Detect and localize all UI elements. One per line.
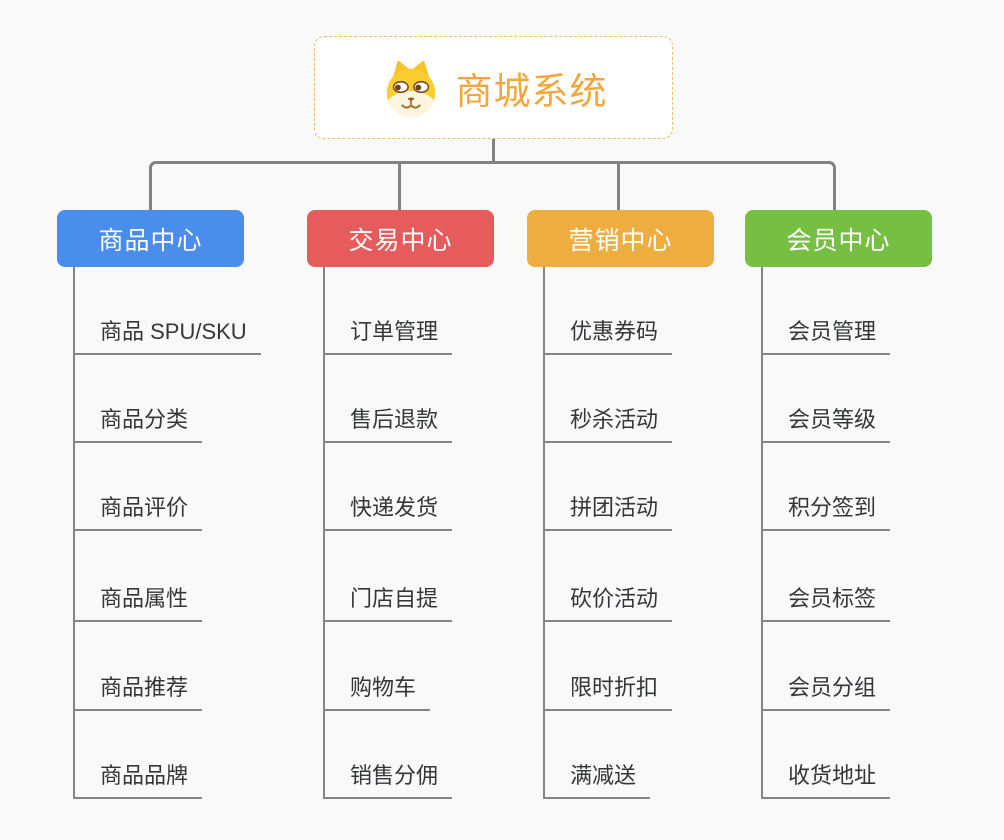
child-node-trade-center-2[interactable]: 快递发货 [323, 493, 453, 531]
child-node-product-center-1[interactable]: 商品分类 [73, 405, 203, 443]
child-node-marketing-center-4[interactable]: 限时折扣 [543, 673, 673, 711]
connector-root-drop [492, 138, 495, 164]
connector-rail [149, 161, 836, 210]
child-node-trade-center-1[interactable]: 售后退款 [323, 405, 453, 443]
branch-node-trade-center[interactable]: 交易中心 [307, 210, 494, 267]
child-node-product-center-5[interactable]: 商品品牌 [73, 761, 203, 799]
branch-label: 会员中心 [786, 226, 891, 255]
branch-column-product-center: 商品中心 商品 SPU/SKU 商品分类商品评价商品属性商品推荐商品品牌 [57, 210, 267, 810]
branch-label: 交易中心 [348, 226, 453, 255]
child-node-marketing-center-2[interactable]: 拼团活动 [543, 493, 673, 531]
child-node-trade-center-3[interactable]: 门店自提 [323, 584, 453, 622]
root-title: 商城系统 [455, 70, 608, 112]
branch-node-product-center[interactable]: 商品中心 [57, 210, 244, 267]
child-node-product-center-0[interactable]: 商品 SPU/SKU [73, 317, 261, 355]
branch-child-rail [73, 267, 75, 799]
child-node-marketing-center-5[interactable]: 满减送 [543, 761, 651, 799]
child-node-product-center-4[interactable]: 商品推荐 [73, 673, 203, 711]
child-node-member-center-5[interactable]: 收货地址 [761, 761, 891, 799]
branch-child-rail [323, 267, 325, 799]
branch-child-rail [543, 267, 545, 799]
root-node[interactable]: 商城系统 [314, 36, 673, 139]
connector-drop-marketing [617, 164, 620, 210]
branch-node-marketing-center[interactable]: 营销中心 [527, 210, 714, 267]
child-node-trade-center-4[interactable]: 购物车 [323, 673, 431, 711]
child-node-member-center-1[interactable]: 会员等级 [761, 405, 891, 443]
child-node-product-center-2[interactable]: 商品评价 [73, 493, 203, 531]
dog-face-icon [386, 60, 435, 117]
child-node-marketing-center-3[interactable]: 砍价活动 [543, 584, 673, 622]
child-node-member-center-2[interactable]: 积分签到 [761, 493, 891, 531]
branch-child-rail [761, 267, 763, 799]
child-node-member-center-4[interactable]: 会员分组 [761, 673, 891, 711]
branch-label: 营销中心 [568, 226, 673, 255]
child-node-member-center-3[interactable]: 会员标签 [761, 584, 891, 622]
child-node-marketing-center-1[interactable]: 秒杀活动 [543, 405, 673, 443]
branch-column-member-center: 会员中心 会员管理会员等级积分签到会员标签会员分组收货地址 [745, 210, 955, 810]
child-node-trade-center-5[interactable]: 销售分佣 [323, 761, 453, 799]
child-node-member-center-0[interactable]: 会员管理 [761, 317, 891, 355]
connector-drop-trade [398, 164, 401, 210]
branch-column-trade-center: 交易中心 订单管理售后退款快递发货门店自提购物车销售分佣 [307, 210, 517, 810]
child-node-marketing-center-0[interactable]: 优惠券码 [543, 317, 673, 355]
child-node-product-center-3[interactable]: 商品属性 [73, 584, 203, 622]
child-node-trade-center-0[interactable]: 订单管理 [323, 317, 453, 355]
branch-column-marketing-center: 营销中心 优惠券码秒杀活动拼团活动砍价活动限时折扣满减送 [527, 210, 737, 810]
branch-node-member-center[interactable]: 会员中心 [745, 210, 932, 267]
branch-label: 商品中心 [98, 226, 203, 255]
